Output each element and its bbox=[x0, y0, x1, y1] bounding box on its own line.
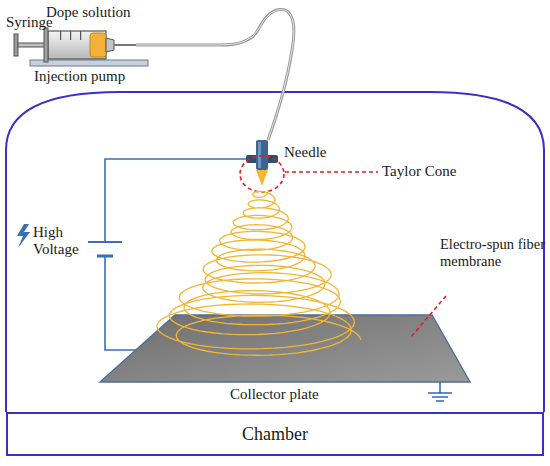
ground-symbol bbox=[428, 382, 452, 401]
wire bbox=[105, 159, 246, 242]
part-label: Dope solution bbox=[46, 4, 131, 21]
chamber-label: Chamber bbox=[242, 424, 308, 445]
leader-line bbox=[410, 296, 446, 338]
fiber-jet bbox=[157, 190, 361, 355]
battery-plate bbox=[88, 241, 122, 243]
part-label: Needle bbox=[284, 144, 326, 161]
syringe bbox=[14, 28, 136, 62]
needle bbox=[246, 140, 278, 170]
cone-highlight bbox=[240, 156, 284, 192]
chamber-band: Chamber bbox=[6, 412, 544, 456]
lightning-icon bbox=[17, 224, 30, 248]
part-label: Injection pump bbox=[34, 68, 125, 85]
feed-tube bbox=[136, 9, 294, 140]
part-label: Electro-spun fiber membrane bbox=[440, 236, 546, 269]
part-label: Syringe bbox=[6, 14, 53, 31]
part-label: Taylor Cone bbox=[382, 163, 456, 180]
part-label: High Voltage bbox=[33, 224, 91, 259]
collector-plate bbox=[100, 315, 470, 382]
feed-tube-highlight bbox=[136, 9, 294, 140]
leader-line bbox=[285, 171, 378, 173]
taylor-cone bbox=[256, 170, 268, 186]
part-label: Collector plate bbox=[230, 386, 319, 403]
wire bbox=[105, 256, 155, 350]
